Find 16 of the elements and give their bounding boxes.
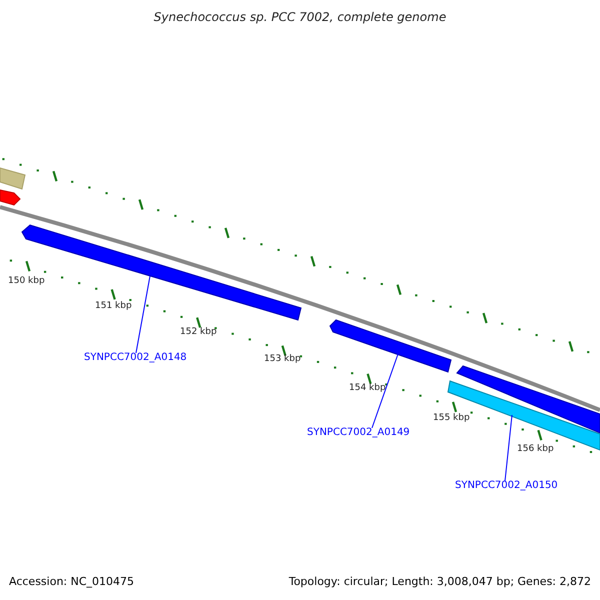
scale-label: 154 kbp xyxy=(349,384,386,393)
gene-label: SYNPCC7002_A0149 xyxy=(307,428,410,438)
accession-text: Accession: NC_010475 xyxy=(9,576,134,587)
gene-label: SYNPCC7002_A0148 xyxy=(84,353,187,363)
scale-label: 153 kbp xyxy=(264,355,301,364)
scale-label: 155 kbp xyxy=(433,414,470,423)
leader-line xyxy=(372,354,398,428)
leader-line xyxy=(504,414,512,482)
scale-label: 156 kbp xyxy=(517,445,554,454)
genome-summary-text: Topology: circular; Length: 3,008,047 bp; Genes: 2,872 xyxy=(288,576,591,587)
gene-label: SYNPCC7002_A0150 xyxy=(455,481,558,491)
scale-label: 151 kbp xyxy=(95,302,132,311)
gene-feature xyxy=(329,319,452,373)
diagram-title: Synechococcus sp. PCC 7002, complete genome xyxy=(152,11,448,23)
scale-label: 150 kbp xyxy=(8,277,45,286)
leader-line xyxy=(136,276,150,354)
